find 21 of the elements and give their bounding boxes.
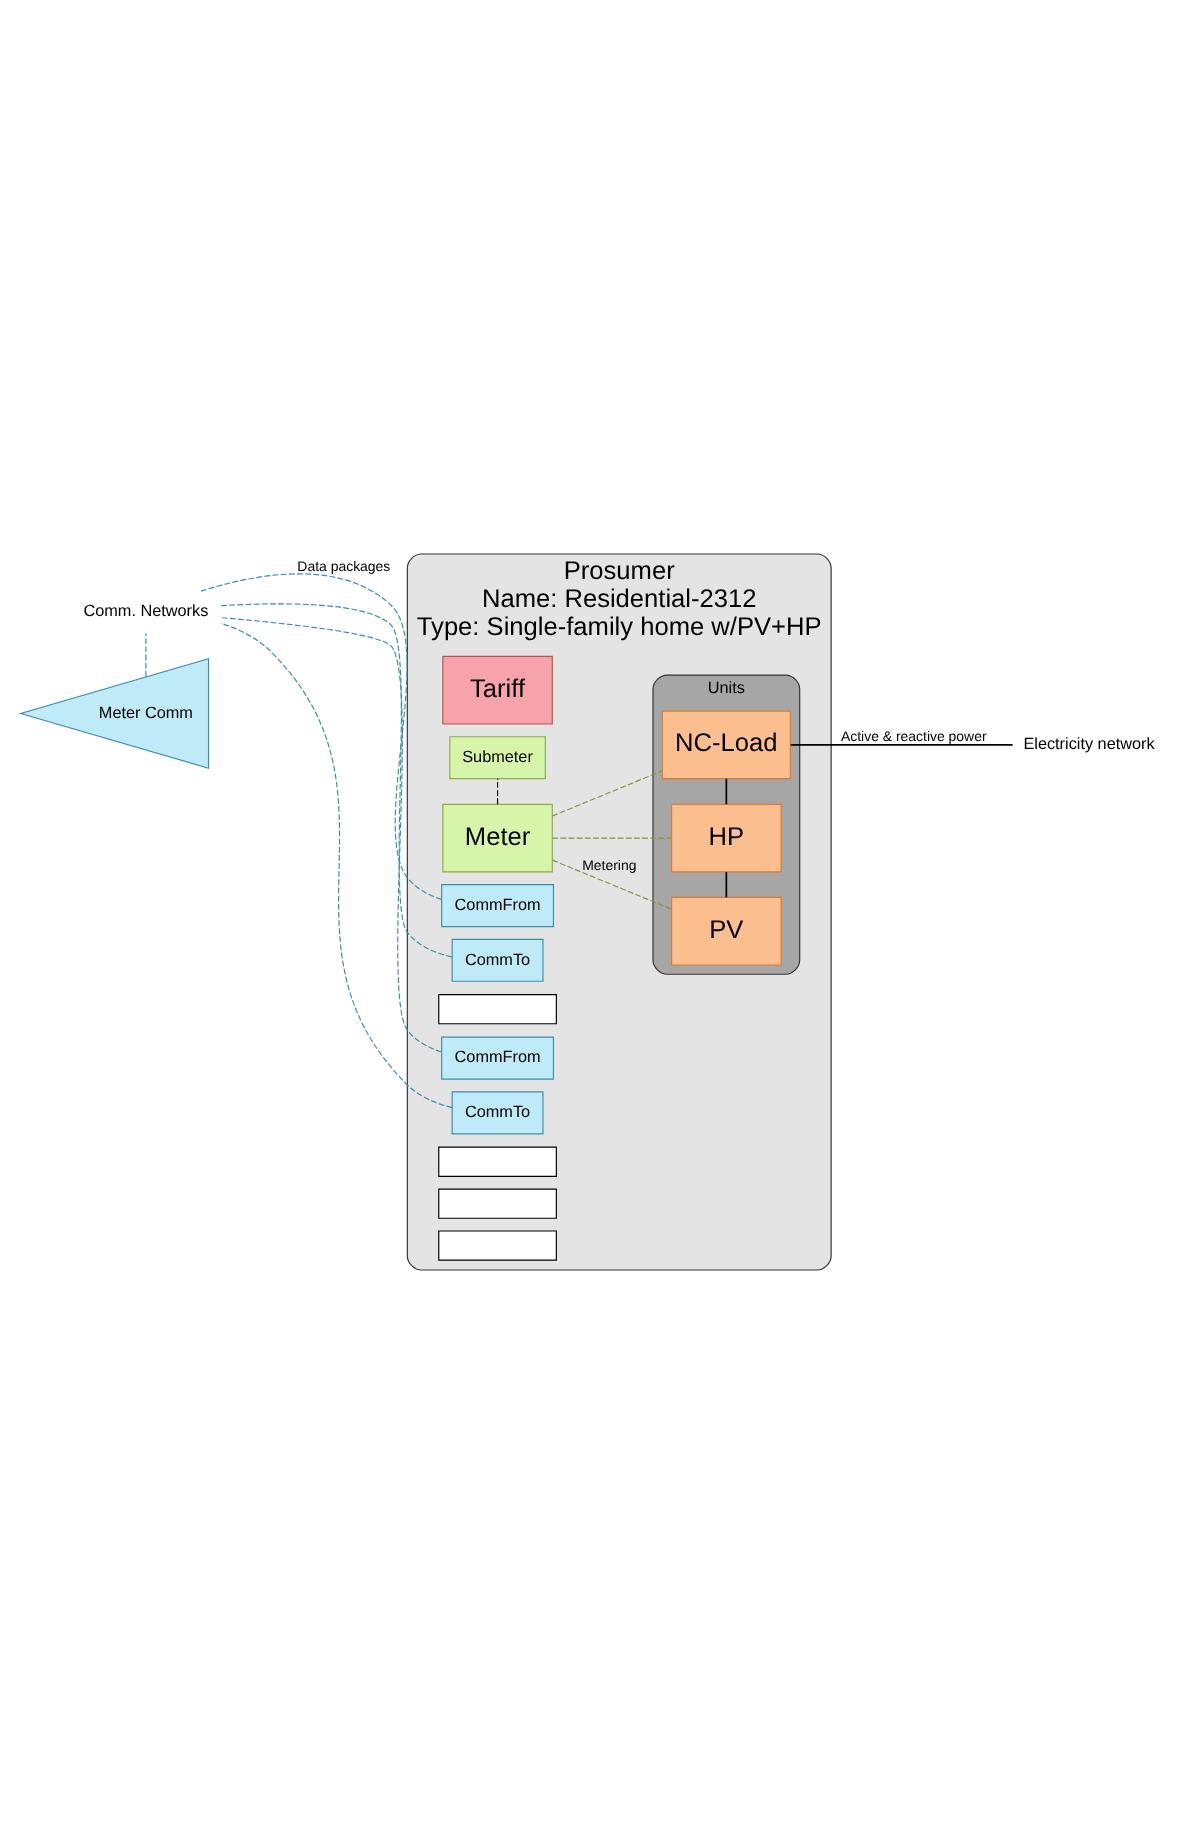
node-box: HP — [671, 803, 782, 873]
connector — [219, 603, 453, 958]
node-box — [438, 1230, 557, 1261]
connector — [220, 622, 453, 1109]
connector — [497, 778, 499, 805]
connector — [725, 777, 728, 806]
connector — [551, 770, 663, 817]
connector — [551, 837, 673, 839]
node-box: Tariff — [442, 655, 553, 725]
connector — [551, 859, 673, 910]
node-box: Meter — [442, 803, 553, 873]
node-box: PV — [671, 896, 782, 966]
node-box — [438, 1146, 557, 1177]
connector — [725, 871, 728, 899]
connector — [145, 632, 147, 678]
node-box — [438, 1188, 557, 1219]
connector — [220, 617, 443, 1053]
connector — [200, 573, 443, 900]
connector — [789, 744, 1014, 746]
node-box: NC-Load — [661, 710, 791, 780]
node-box — [438, 994, 557, 1025]
